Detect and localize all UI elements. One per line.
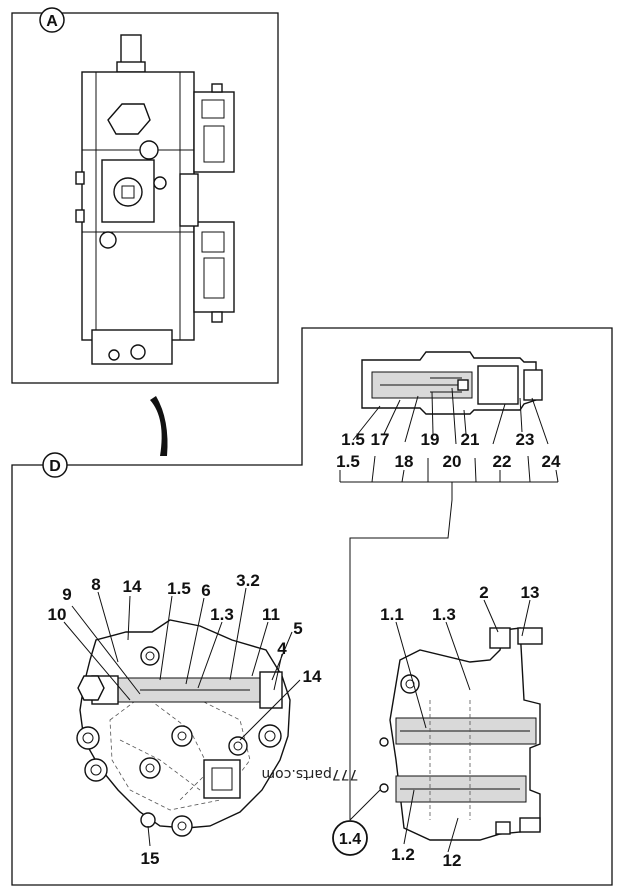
callout-1-5-left: 1.5 (167, 579, 191, 598)
frame-d (11, 327, 613, 886)
callout-3-2: 3.2 (236, 571, 260, 590)
callout-23: 23 (516, 430, 535, 449)
callout-18: 18 (395, 452, 414, 471)
view-marker-a: A (39, 7, 65, 33)
view-marker-d: D (42, 452, 68, 478)
pump-end-view (76, 619, 291, 837)
callout-1-5-bracket: 1.5 (336, 452, 360, 471)
callout-1-3-left: 1.3 (210, 605, 234, 624)
control-valve-insert (361, 351, 543, 415)
frame-a (11, 12, 279, 384)
callout-11: 11 (262, 605, 280, 624)
watermark: 777parts.com (261, 766, 358, 782)
svg-text:A: A (46, 13, 58, 30)
callout-9: 9 (62, 585, 71, 604)
callout-5: 5 (293, 619, 302, 638)
pump-side-view (75, 34, 235, 365)
callout-14-right: 14 (303, 667, 322, 686)
svg-text:D: D (49, 458, 61, 475)
callout-1-5-top: 1.5 (341, 430, 365, 449)
callout-1-3-right: 1.3 (432, 605, 456, 624)
callout-20: 20 (443, 452, 462, 471)
callout-4: 4 (277, 639, 287, 658)
callout-6: 6 (201, 581, 210, 600)
callout-13: 13 (521, 583, 540, 602)
callout-1-2: 1.2 (391, 845, 415, 864)
callout-12: 12 (443, 851, 462, 870)
callout-19: 19 (421, 430, 440, 449)
callout-21: 21 (461, 430, 480, 449)
callout-24: 24 (542, 452, 561, 471)
view-arrow (150, 396, 168, 456)
callout-14-left: 14 (123, 577, 142, 596)
svg-text:1.4: 1.4 (339, 831, 361, 848)
pump-section-view (379, 627, 543, 841)
callout-8: 8 (91, 575, 100, 594)
callout-2: 2 (479, 583, 488, 602)
callout-10: 10 (48, 605, 67, 624)
detail-marker-1-4: 1.4 (332, 820, 368, 856)
right-leader-lines (349, 599, 531, 853)
left-leader-lines (63, 587, 301, 847)
callout-17: 17 (371, 430, 390, 449)
insert-leader-lines (339, 387, 559, 820)
callout-1-1: 1.1 (380, 605, 404, 624)
callout-22: 22 (493, 452, 512, 471)
callout-15: 15 (141, 849, 160, 868)
